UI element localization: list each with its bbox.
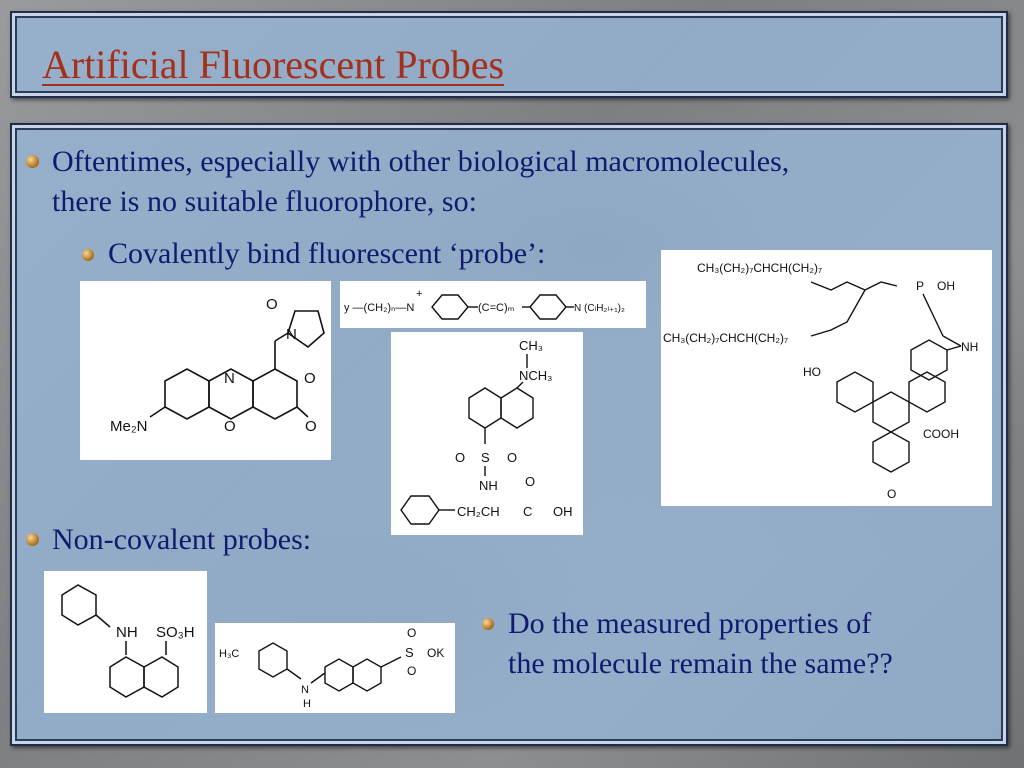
cooh-label: COOH <box>923 427 959 441</box>
o-label: O <box>407 664 416 678</box>
nh-label: NH <box>116 624 138 641</box>
o-label: O <box>304 370 316 387</box>
n-label: N <box>224 370 235 387</box>
ho-label: HO <box>803 365 821 379</box>
o-label: O <box>266 296 278 313</box>
slide-title: Artificial Fluorescent Probes <box>42 42 505 87</box>
bullet-covalently: Covalently bind fluorescent ‘probe’: <box>108 237 546 270</box>
bullet-question: Do the measured properties of the molecu… <box>508 604 893 684</box>
nile-red-maleimide-structure: Me₂N N O O N O O <box>80 281 331 460</box>
ch3-label: CH₃ <box>519 338 543 353</box>
n-label: N <box>301 684 309 696</box>
so3h-label: SO₃H <box>156 624 195 641</box>
sub-bullet-icon <box>82 249 94 261</box>
nh-label: NH <box>961 340 978 354</box>
h3c-label: H₃C <box>219 648 239 660</box>
tns-structure: H₃C N H S O O OK <box>215 623 455 713</box>
oh-label: OH <box>553 504 573 519</box>
title-panel: Artificial Fluorescent Probes <box>10 11 1008 98</box>
h-label: H <box>303 698 311 710</box>
o-label: O <box>887 487 896 501</box>
dansyl-structure: CH₃ NCH₃ O S O NH O CH₂CH C OH <box>391 332 583 535</box>
bullet-icon <box>26 533 39 546</box>
fluorescein-lipid-structure: CH₃(CH₂)₇CHCH(CH₂)₇ CH₃(CH₂)₇CHCH(CH₂)₇ … <box>661 250 992 506</box>
bullet-text-line: Oftentimes, especially with other biolog… <box>52 145 790 178</box>
bullet-text-line: the molecule remain the same?? <box>508 647 893 680</box>
lipid-chain-label: CH₃(CH₂)₇CHCH(CH₂)₇ <box>663 331 788 345</box>
bullet-text-line: Do the measured properties of <box>508 607 872 640</box>
ans-structure: NH SO₃H <box>44 571 207 713</box>
bullet-non-covalent: Non-covalent probes: <box>52 523 312 556</box>
charge-label: + <box>416 288 422 300</box>
amine-label: N (CₗH₂ₗ₊₁)₂ <box>574 303 625 314</box>
bullet-icon <box>26 155 39 168</box>
ch2ch-label: CH₂CH <box>457 504 500 519</box>
nh-label: NH <box>479 478 498 493</box>
o-label: O <box>305 418 317 435</box>
o-label: O <box>407 626 416 640</box>
nch3-label: NCH₃ <box>519 368 552 383</box>
oh-label: OH <box>937 279 955 293</box>
n-label: N <box>286 326 297 343</box>
s-label: S <box>481 450 490 465</box>
o-label: O <box>224 418 236 435</box>
c-label: C <box>523 504 532 519</box>
o-label: O <box>525 474 535 489</box>
chain-label: y —(CH₂)ₙ—N <box>344 302 414 314</box>
ok-label: OK <box>427 646 444 660</box>
me2n-label: Me₂N <box>110 418 148 435</box>
s-label: S <box>405 645 414 660</box>
bullet-text-line: there is no suitable fluorophore, so: <box>52 185 477 218</box>
o-label: O <box>507 450 517 465</box>
sub-bullet-icon <box>482 618 494 630</box>
bullet-oftentimes: Oftentimes, especially with other biolog… <box>52 142 982 222</box>
o-label: O <box>455 450 465 465</box>
alkene-label: (C=C)ₘ <box>478 302 515 314</box>
lipid-chain-label: CH₃(CH₂)₇CHCH(CH₂)₇ <box>697 261 822 275</box>
p-label: P <box>916 279 924 293</box>
pyridinium-dye-structure: y —(CH₂)ₙ—N + (C=C)ₘ N (CₗH₂ₗ₊₁)₂ <box>340 281 646 328</box>
